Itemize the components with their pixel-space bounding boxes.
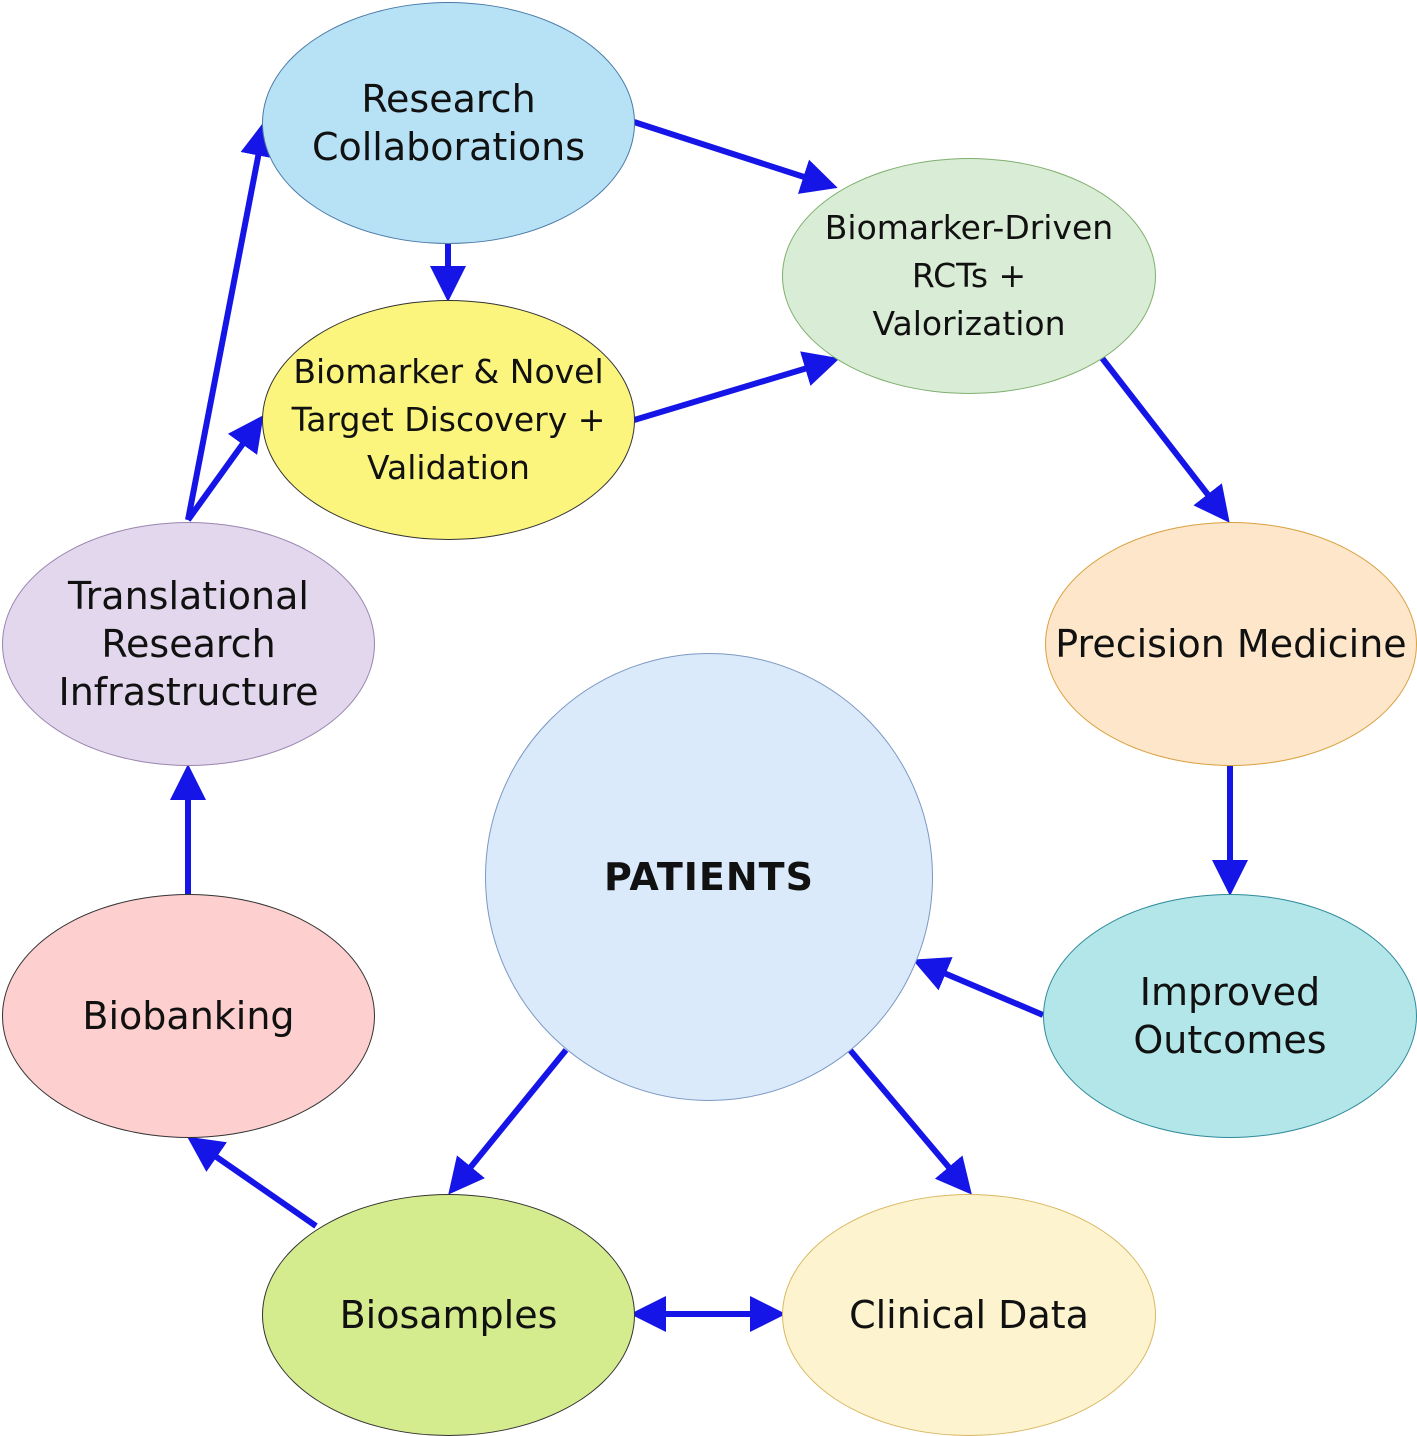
node-biomarker-driven-rcts: Biomarker-Driven RCTs + Valorization	[782, 158, 1156, 394]
arrow-biosamples-to-biobanking	[187, 1136, 318, 1229]
arrow-biomarker-driven-rcts-to-precision-medicine	[1099, 356, 1230, 523]
node-label: Biosamples	[339, 1293, 558, 1337]
node-label: Research Collaborations	[311, 77, 586, 169]
node-research-collaborations: Research Collaborations	[262, 2, 635, 244]
arrow-patients-to-biosamples	[448, 1048, 569, 1195]
node-label: Biomarker-Driven RCTs + Valorization	[824, 208, 1114, 343]
node-precision-medicine: Precision Medicine	[1045, 522, 1417, 766]
node-biobanking: Biobanking	[2, 894, 375, 1138]
node-biomarker-discovery: Biomarker & Novel Target Discovery + Val…	[262, 300, 635, 540]
node-biosamples: Biosamples	[262, 1194, 635, 1436]
arrow-improved-outcomes-to-patients	[912, 957, 1045, 1018]
arrow-patients-to-clinical-data	[847, 1048, 972, 1195]
arrow-translational-research-to-research-collaborations	[185, 120, 276, 521]
node-label: PATIENTS	[604, 855, 814, 899]
arrow-biomarker-discovery-to-biomarker-driven-rcts	[633, 351, 840, 423]
node-label: Improved Outcomes	[1133, 970, 1327, 1062]
arrow-translational-research-to-biomarker-discovery	[185, 415, 264, 522]
node-label: Translational Research Infrastructure	[58, 574, 319, 714]
arrow-research-collaborations-to-biomarker-driven-rcts	[633, 119, 838, 194]
node-translational-research: Translational Research Infrastructure	[2, 522, 375, 766]
node-label: Precision Medicine	[1055, 622, 1407, 666]
node-clinical-data: Clinical Data	[782, 1194, 1156, 1436]
node-patients: PATIENTS	[485, 653, 933, 1101]
node-label: Biomarker & Novel Target Discovery + Val…	[291, 352, 606, 487]
node-label: Clinical Data	[849, 1293, 1089, 1337]
node-improved-outcomes: Improved Outcomes	[1043, 894, 1417, 1138]
node-label: Biobanking	[82, 994, 295, 1038]
